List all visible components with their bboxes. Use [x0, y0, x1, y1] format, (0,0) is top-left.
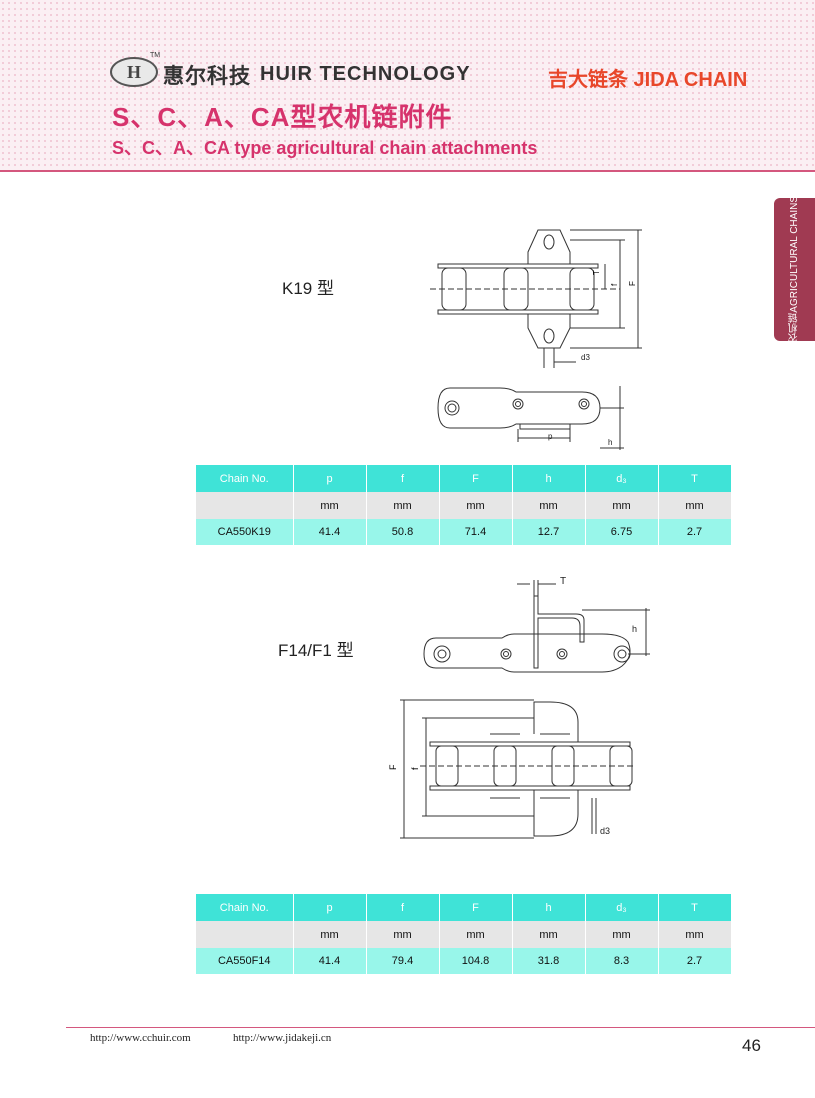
header-F: F — [439, 465, 513, 492]
table-header-row: Chain No. p f F h d₃ T — [196, 465, 732, 492]
header-F: F — [439, 894, 513, 921]
header-f: f — [366, 465, 440, 492]
dim-t-2: T — [560, 576, 567, 587]
trademark-symbol: TM — [150, 52, 161, 59]
page-number: 46 — [742, 1036, 761, 1055]
category-side-tab[interactable]: 农机链AGRICULTURAL CHAINS — [774, 196, 815, 343]
f14-side-view-drawing — [423, 580, 650, 673]
header-f: f — [366, 894, 440, 921]
dim-f-large: F — [628, 281, 637, 286]
header-h: h — [512, 894, 586, 921]
header-p: p — [293, 894, 367, 921]
dim-d3-2: d3 — [600, 826, 611, 836]
header-background — [0, 0, 815, 172]
header-T: T — [658, 465, 732, 492]
footer-link-cchuir[interactable]: http://www.cchuir.com — [90, 1032, 191, 1044]
f14-top-view-drawing — [400, 699, 636, 839]
company-logo: H — [110, 57, 158, 87]
dim-p: p — [548, 432, 553, 441]
footer-link-jidakeji[interactable]: http://www.jidakeji.cn — [233, 1032, 332, 1044]
dim-f-small: f — [610, 283, 619, 286]
header-p: p — [293, 465, 367, 492]
table-unit-row: mm mm mm mm mm mm — [196, 492, 732, 519]
dim-t: T — [592, 270, 601, 275]
k19-dimension-letters: T f F — [592, 270, 637, 286]
table-unit-row: mm mm mm mm mm mm — [196, 921, 732, 948]
header-d3: d₃ — [585, 465, 659, 492]
table-header-row: Chain No. p f F h d₃ T — [196, 894, 732, 921]
dim-h: h — [608, 438, 613, 447]
footer-divider — [66, 1027, 815, 1028]
header-chain-no: Chain No. — [196, 465, 294, 492]
k19-top-view-drawing — [430, 229, 642, 368]
page-title-english: S、C、A、CA type agricultural chain attachm… — [112, 138, 538, 158]
model-label-f14: F14/F1 型 — [278, 641, 354, 660]
dim-h-2: h — [632, 624, 638, 634]
f14-dimension-letters: F f — [388, 764, 420, 770]
brand-name-chinese: 惠尔科技 — [163, 65, 251, 88]
f14-spec-table: Chain No. p f F h d₃ T mm mm mm mm mm mm… — [196, 894, 732, 974]
header-T: T — [658, 894, 732, 921]
page-title-chinese: S、C、A、CA型农机链附件 — [112, 102, 453, 132]
model-label-k19: K19 型 — [282, 279, 334, 298]
table-row: CA550K19 41.4 50.8 71.4 12.7 6.75 2.7 — [196, 519, 732, 545]
jida-chain-brand: 吉大链条 JIDA CHAIN — [548, 69, 748, 91]
dim-f-small-2: f — [410, 767, 420, 770]
k19-spec-table: Chain No. p f F h d₃ T mm mm mm mm mm mm… — [196, 465, 732, 545]
header-divider — [0, 170, 815, 172]
header-h: h — [512, 465, 586, 492]
brand-name-english: HUIR TECHNOLOGY — [260, 63, 471, 85]
header-d3: d₃ — [585, 894, 659, 921]
dim-f-large-2: F — [388, 764, 398, 770]
header-chain-no: Chain No. — [196, 894, 294, 921]
dim-d3: d3 — [581, 353, 590, 362]
k19-side-view-drawing — [437, 386, 624, 450]
table-row: CA550F14 41.4 79.4 104.8 31.8 8.3 2.7 — [196, 948, 732, 974]
